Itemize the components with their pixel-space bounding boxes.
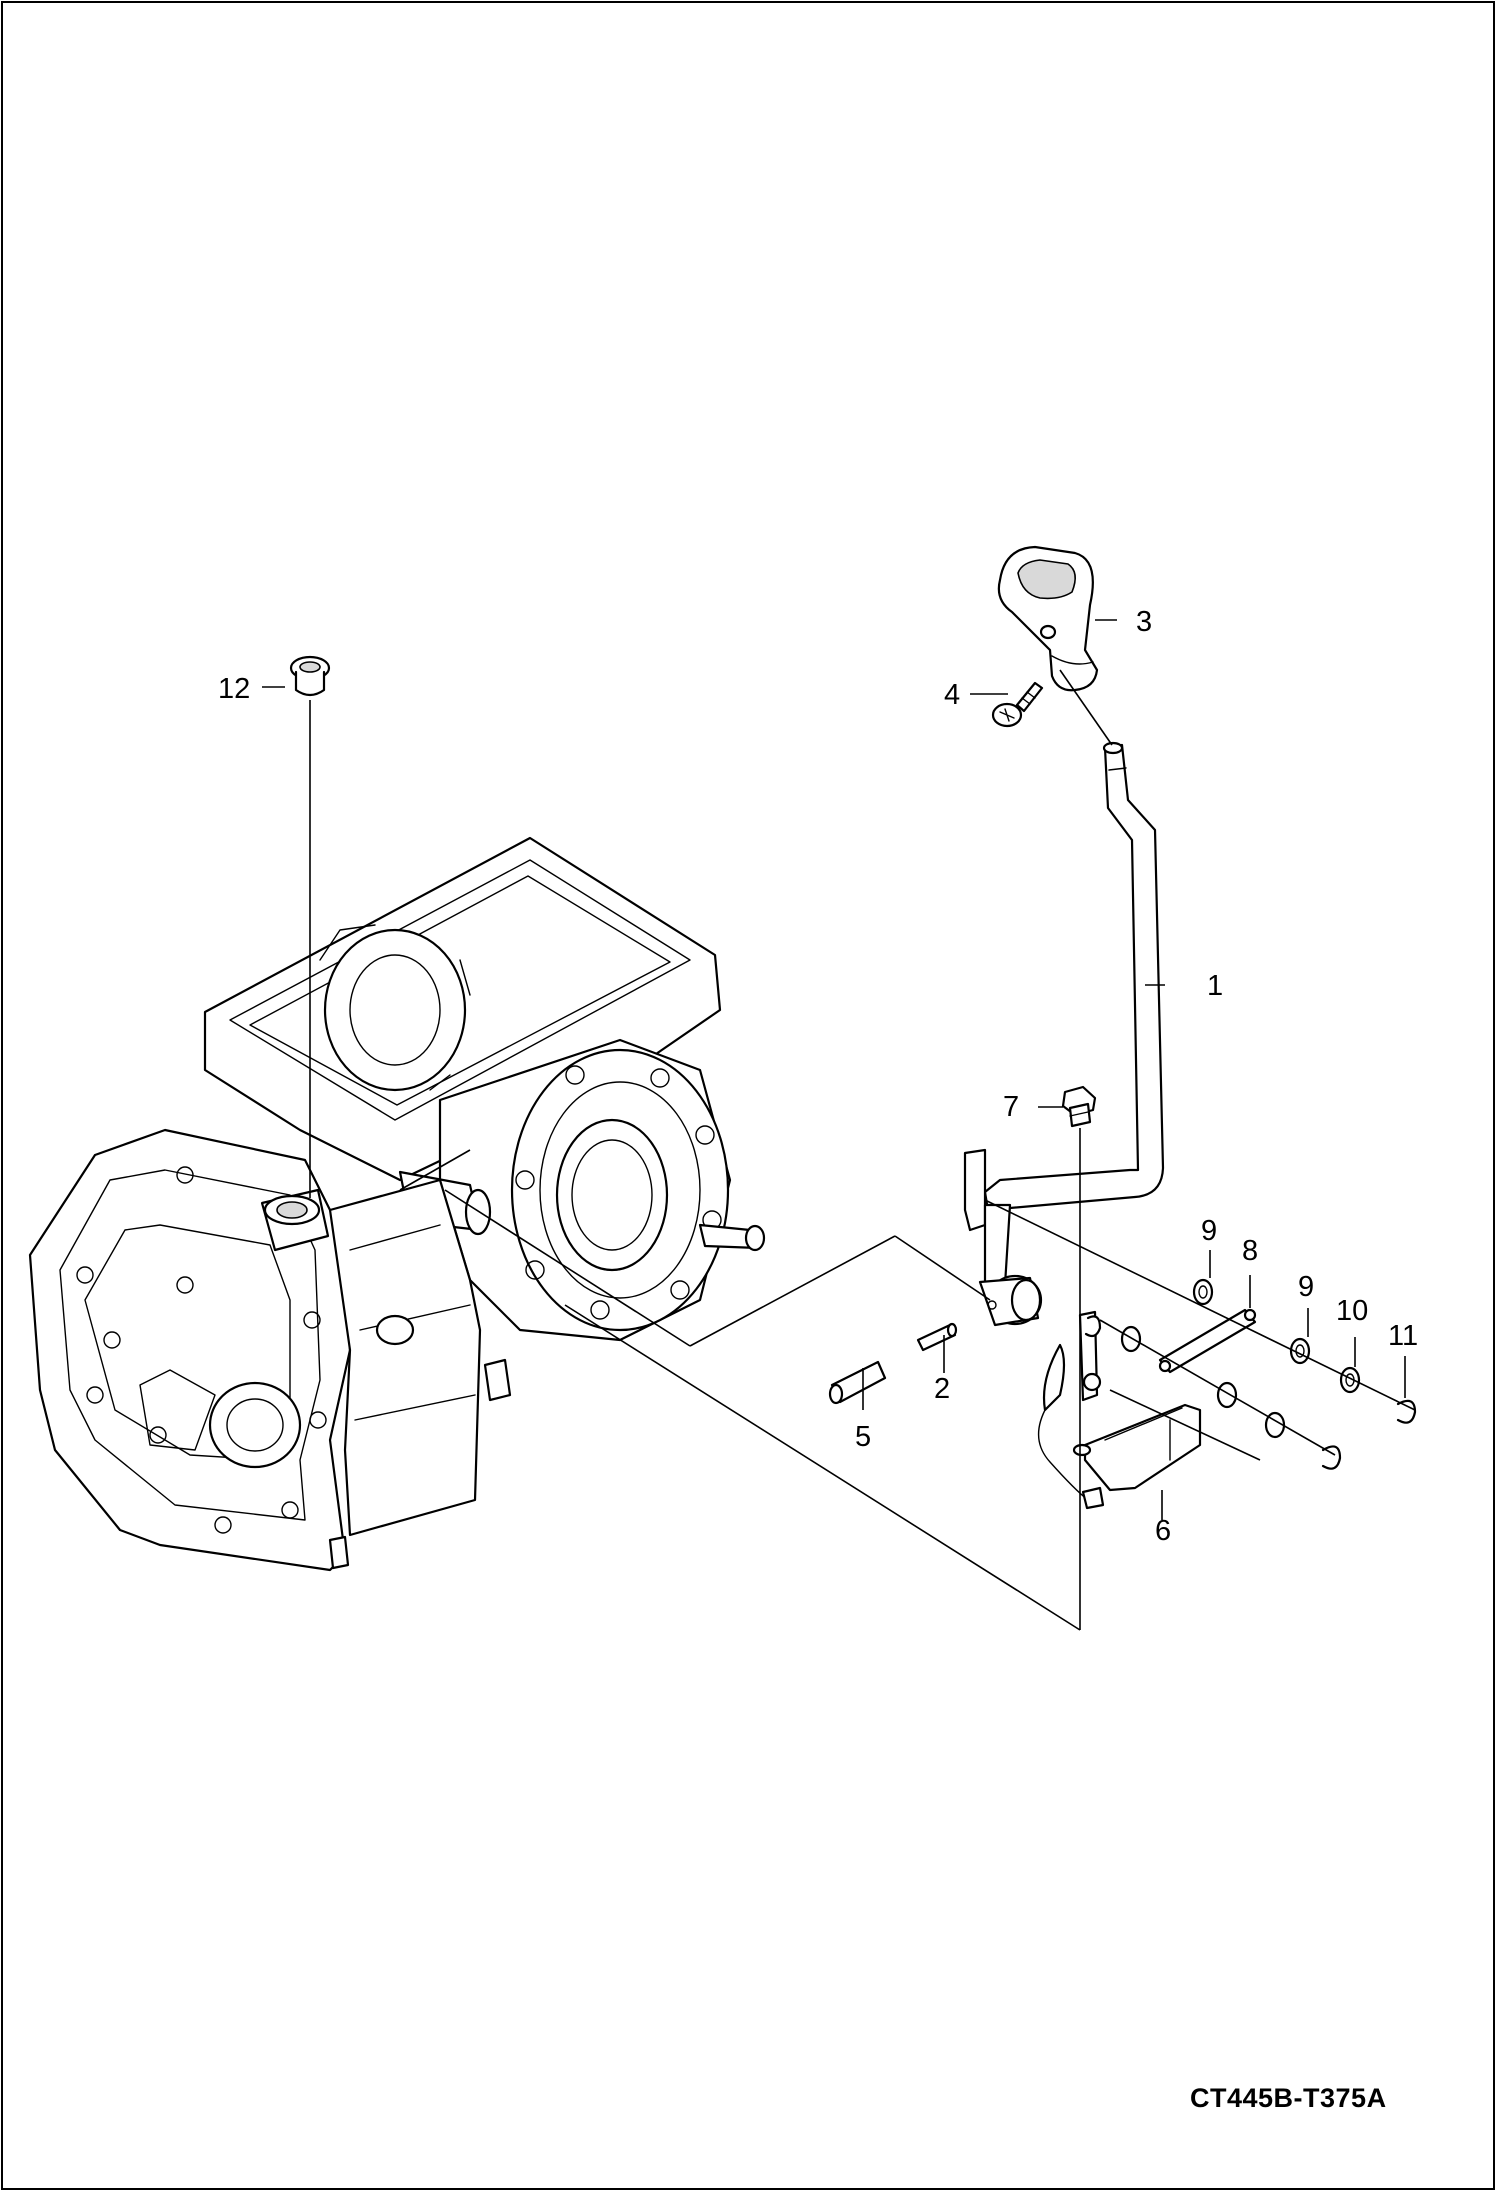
- callout-7: 7: [1003, 1091, 1019, 1123]
- part-3-knob: [997, 545, 1099, 692]
- part-12-plug: [289, 655, 331, 697]
- callout-12: 12: [218, 673, 250, 705]
- part-2-spring-pin: [916, 1322, 958, 1352]
- part-7-bolt: [1061, 1085, 1097, 1128]
- callout-2: 2: [934, 1373, 950, 1405]
- assembly-lines: [309, 669, 1416, 1631]
- callout-11: 11: [1388, 1320, 1418, 1352]
- callout-8: 8: [1242, 1235, 1258, 1267]
- callout-9a: 9: [1201, 1215, 1217, 1247]
- callout-4: 4: [944, 679, 960, 711]
- callout-10: 10: [1336, 1295, 1368, 1327]
- callout-leaders: [262, 619, 1406, 1520]
- callout-9b: 9: [1298, 1271, 1314, 1303]
- part-5-pin: [828, 1360, 887, 1405]
- callout-1: 1: [1207, 970, 1223, 1002]
- drawing-code: CT445B-T375A: [1190, 2083, 1387, 2113]
- callout-labels: 1 2 3 4 5 6 7 8 9 9 10 11 12: [218, 606, 1418, 1547]
- callout-3: 3: [1136, 606, 1152, 638]
- transmission-case: [28, 836, 766, 1572]
- part-6-bracket: [1037, 1310, 1202, 1510]
- part-8-link: [1158, 1308, 1257, 1374]
- washers-and-clips: [1084, 1278, 1417, 1470]
- part-1-lever: [963, 741, 1165, 1327]
- callout-6: 6: [1155, 1515, 1171, 1547]
- part-4-screw: [991, 681, 1044, 728]
- callout-5: 5: [855, 1421, 871, 1453]
